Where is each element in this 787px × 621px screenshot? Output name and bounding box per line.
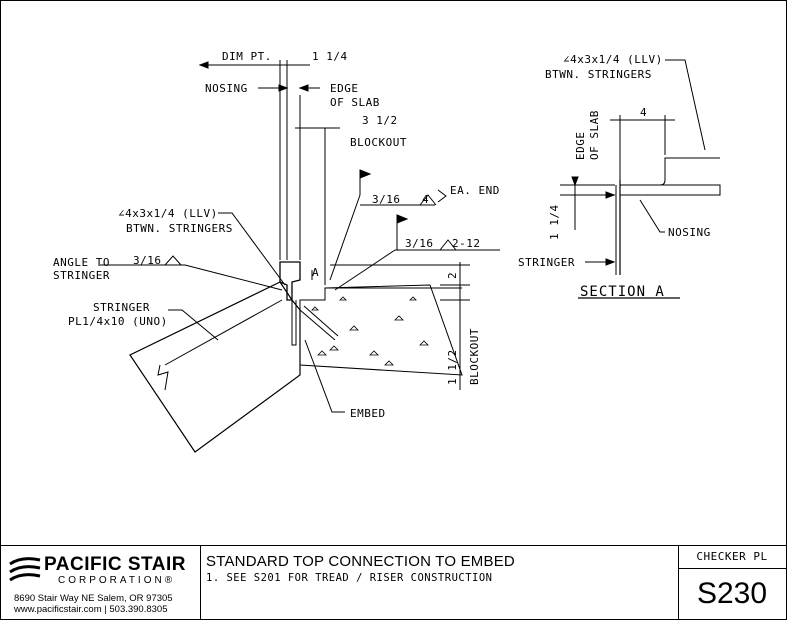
company-contact: www.pacificstair.com | 503.390.8305 xyxy=(14,604,168,615)
company-logo-block: PACIFIC STAIR CORPORATION® 8690 Stair Wa… xyxy=(0,546,201,620)
company-corporation: CORPORATION® xyxy=(58,575,176,586)
drawing-note: 1. SEE S201 FOR TREAD / RISER CONSTRUCTI… xyxy=(206,572,493,584)
label-stringer-spec: PL1/4x10 (UNO) xyxy=(68,315,168,328)
label-dim-1-1-2: 1 1/2 xyxy=(446,349,459,385)
title-block: PACIFIC STAIR CORPORATION® 8690 Stair Wa… xyxy=(0,545,787,621)
drawing-description: STANDARD TOP CONNECTION TO EMBED 1. SEE … xyxy=(200,546,679,620)
stair-logo-icon xyxy=(9,557,41,582)
sec-a-angle-spec-2: BTWN. STRINGERS xyxy=(545,68,652,81)
sec-a-dim-1-1-4: 1 1/4 xyxy=(548,204,561,240)
embed-stud xyxy=(299,309,336,341)
sec-a-angle-spec-1: ∠4x3x1/4 (LLV) xyxy=(563,53,663,66)
label-of-slab: OF SLAB xyxy=(330,96,380,109)
label-weld-316-c: 3/16 xyxy=(133,254,162,267)
section-a-angle xyxy=(620,157,720,186)
sec-a-dim-4: 4 xyxy=(640,106,647,119)
label-angle-spec-1: ∠4x3x1/4 (LLV) xyxy=(118,207,218,220)
company-address: 8690 Stair Way NE Salem, OR 97305 xyxy=(14,593,173,604)
stringer-inner-line xyxy=(164,299,283,366)
label-stringer: STRINGER xyxy=(93,301,150,314)
sec-a-stringer: STRINGER xyxy=(518,256,575,269)
label-detail-a: A xyxy=(312,266,319,279)
label-stringer-word: STRINGER xyxy=(53,269,110,282)
drawing-title: STANDARD TOP CONNECTION TO EMBED xyxy=(206,553,515,570)
label-ea-end: EA. END xyxy=(450,184,500,197)
label-dim-2: 2 xyxy=(446,272,459,279)
section-a-nosing xyxy=(620,184,721,196)
label-dim-1-1-4: 1 1/4 xyxy=(312,50,348,63)
concrete-slab xyxy=(299,284,463,376)
label-blockout-top: BLOCKOUT xyxy=(350,136,407,149)
label-angle-to: ANGLE TO xyxy=(53,256,110,269)
label-weld-2-12: 2-12 xyxy=(452,237,481,250)
label-weld-316-a: 3/16 xyxy=(372,193,401,206)
angle-section xyxy=(279,261,301,301)
checker-label: CHECKER PL xyxy=(678,546,786,569)
label-dim-pt: DIM PT. xyxy=(222,50,272,63)
label-weld-4: 4 xyxy=(422,193,429,206)
stringer-break-line xyxy=(157,364,169,391)
label-angle-spec-2: BTWN. STRINGERS xyxy=(126,222,233,235)
sec-a-edge: EDGE xyxy=(574,132,587,161)
company-name: PACIFIC STAIR xyxy=(44,554,186,575)
label-nosing: NOSING xyxy=(205,82,248,95)
sec-a-nosing: NOSING xyxy=(668,226,711,239)
label-weld-316-b: 3/16 xyxy=(405,237,434,250)
detail-drawing: DIM PT. 1 1/4 NOSING EDGE OF SLAB 3 1/2 … xyxy=(53,50,721,453)
label-embed: EMBED xyxy=(350,407,386,420)
section-a-title: SECTION A xyxy=(580,284,665,300)
sheet-info: CHECKER PL S230 xyxy=(678,546,786,620)
label-edge: EDGE xyxy=(330,82,359,95)
label-blockout-side: BLOCKOUT xyxy=(468,328,481,385)
sheet-number: S230 xyxy=(696,577,768,610)
label-dim-3-1-2: 3 1/2 xyxy=(362,114,398,127)
stringer-plate xyxy=(129,281,301,453)
sec-a-of-slab: OF SLAB xyxy=(588,110,601,160)
embed-plate xyxy=(291,300,297,346)
